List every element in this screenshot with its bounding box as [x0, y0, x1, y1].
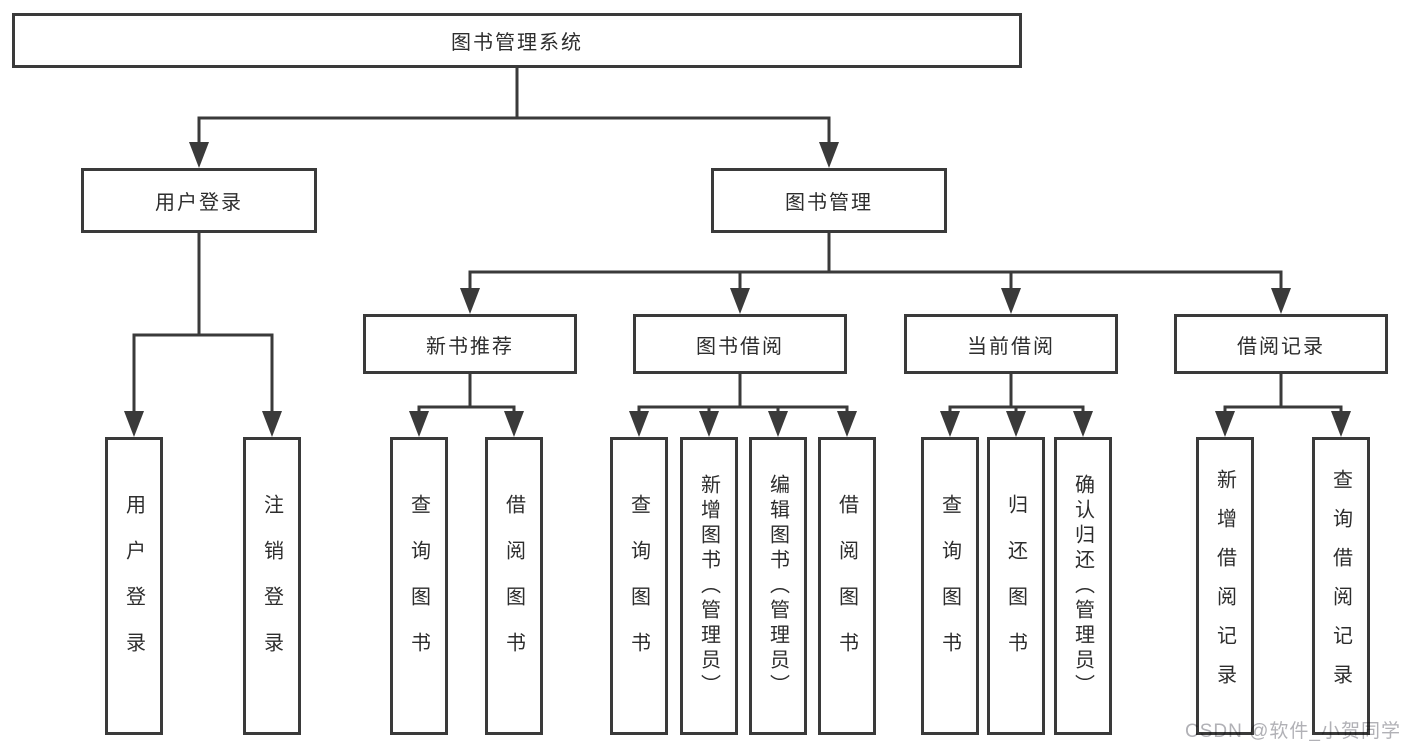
node-recommend-borrow-books: 借阅图书 — [485, 437, 543, 735]
arrowhead-down-icon — [1001, 288, 1021, 314]
arrowhead-down-icon — [460, 288, 480, 314]
node-user-login: 用户登录 — [81, 168, 317, 233]
node-label: 查询图书 — [938, 494, 961, 678]
node-borrowing-add-books-admin: 新增图书（管理员） — [680, 437, 738, 735]
node-current-confirm-return-admin: 确认归还（管理员） — [1054, 437, 1112, 735]
arrowhead-down-icon — [730, 288, 750, 314]
arrowhead-down-icon — [819, 142, 839, 168]
arrowhead-down-icon — [1073, 411, 1093, 437]
arrowhead-down-icon — [1006, 411, 1026, 437]
node-label: 查询借阅记录 — [1329, 469, 1352, 703]
node-borrowing-records: 借阅记录 — [1174, 314, 1388, 374]
node-label: 新增图书（管理员） — [697, 473, 720, 699]
node-label: 图书借阅 — [696, 335, 784, 358]
node-label: 当前借阅 — [967, 335, 1055, 358]
node-label: 图书管理 — [785, 192, 873, 214]
node-label: 注销登录 — [260, 494, 283, 678]
node-root: 图书管理系统 — [12, 13, 1022, 68]
node-current-return-books: 归还图书 — [987, 437, 1045, 735]
arrowhead-down-icon — [1271, 288, 1291, 314]
node-book-borrowing: 图书借阅 — [633, 314, 847, 374]
node-label: 确认归还（管理员） — [1071, 473, 1094, 699]
arrowhead-down-icon — [262, 411, 282, 437]
node-user-login-action: 用户登录 — [105, 437, 163, 735]
arrowhead-down-icon — [189, 142, 209, 168]
arrowhead-down-icon — [768, 411, 788, 437]
arrowhead-down-icon — [124, 411, 144, 437]
node-label: 归还图书 — [1004, 494, 1027, 678]
node-new-book-recommend: 新书推荐 — [363, 314, 577, 374]
arrowhead-down-icon — [1215, 411, 1235, 437]
node-logout-action: 注销登录 — [243, 437, 301, 735]
node-borrowing-query-books: 查询图书 — [610, 437, 668, 735]
node-label: 新增借阅记录 — [1213, 469, 1236, 703]
node-label: 借阅图书 — [502, 494, 525, 678]
node-label: 查询图书 — [627, 494, 650, 678]
node-book-management: 图书管理 — [711, 168, 947, 233]
node-label: 图书管理系统 — [451, 32, 583, 54]
watermark-text: CSDN @软件_小贺同学 — [1185, 721, 1401, 742]
arrowhead-down-icon — [699, 411, 719, 437]
node-label: 编辑图书（管理员） — [766, 473, 789, 699]
node-label: 用户登录 — [155, 192, 243, 214]
node-records-add-borrow-record: 新增借阅记录 — [1196, 437, 1254, 735]
arrowhead-down-icon — [629, 411, 649, 437]
arrowhead-down-icon — [504, 411, 524, 437]
arrowhead-down-icon — [409, 411, 429, 437]
node-label: 借阅图书 — [835, 494, 858, 678]
arrowhead-down-icon — [837, 411, 857, 437]
node-label: 新书推荐 — [426, 335, 514, 358]
node-current-borrowing: 当前借阅 — [904, 314, 1118, 374]
node-borrowing-edit-books-admin: 编辑图书（管理员） — [749, 437, 807, 735]
node-current-query-books: 查询图书 — [921, 437, 979, 735]
arrowhead-down-icon — [940, 411, 960, 437]
node-records-query-borrow-record: 查询借阅记录 — [1312, 437, 1370, 735]
node-label: 查询图书 — [407, 494, 430, 678]
node-borrowing-borrow-books: 借阅图书 — [818, 437, 876, 735]
node-label: 用户登录 — [122, 494, 145, 678]
node-recommend-query-books: 查询图书 — [390, 437, 448, 735]
node-label: 借阅记录 — [1237, 335, 1325, 358]
arrowhead-down-icon — [1331, 411, 1351, 437]
